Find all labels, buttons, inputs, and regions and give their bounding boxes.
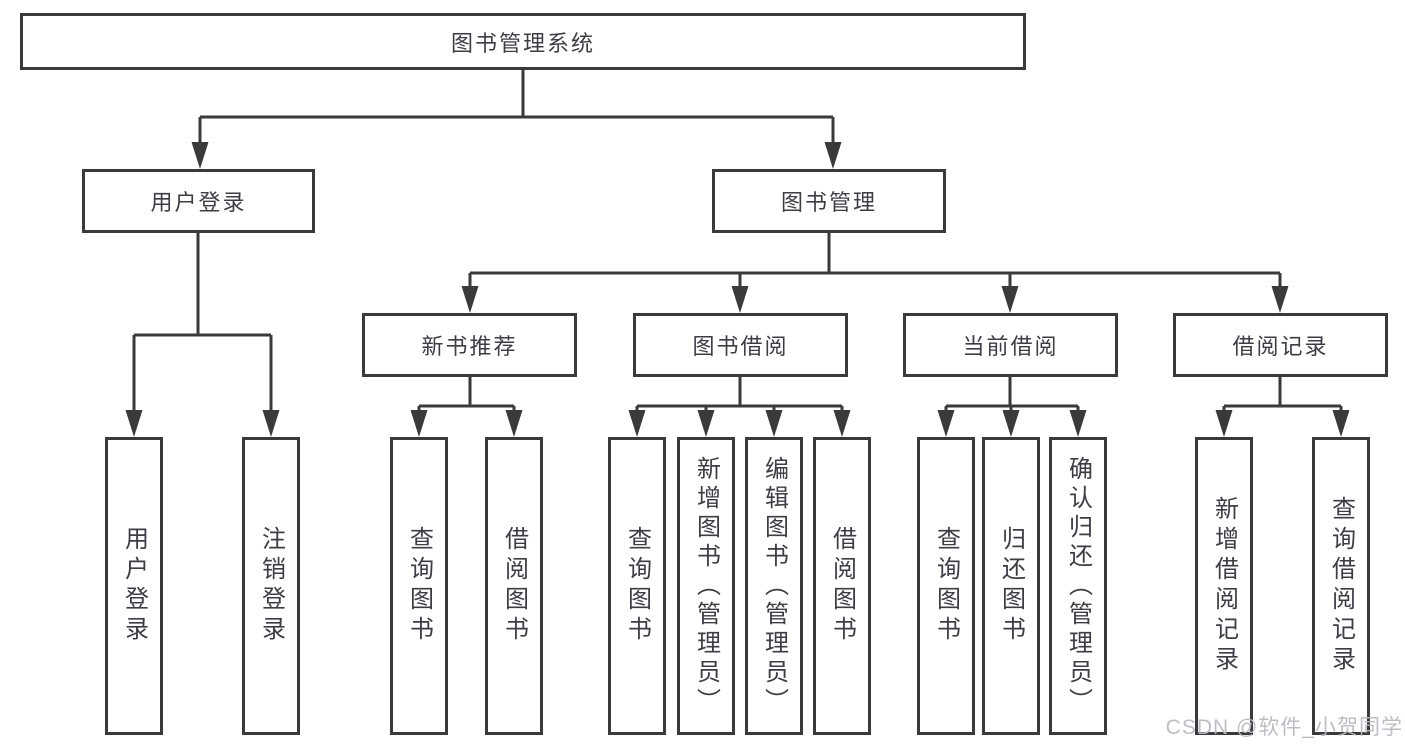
node-borrowing-records: 借阅记录 bbox=[1173, 313, 1388, 377]
node-book-borrowing-label: 图书借阅 bbox=[692, 334, 789, 359]
node-current-borrowing-label: 当前借阅 bbox=[962, 334, 1059, 359]
node-query-books-recommend: 查询图书 bbox=[390, 437, 448, 735]
arrowhead bbox=[125, 410, 143, 437]
connector-book-management bbox=[461, 233, 1289, 313]
arrowhead bbox=[1271, 286, 1289, 313]
connector-user-login bbox=[125, 233, 280, 437]
node-logout: 注销登录 bbox=[242, 437, 300, 735]
node-book-borrowing: 图书借阅 bbox=[633, 313, 848, 377]
arrowhead bbox=[1332, 410, 1350, 437]
node-new-book-recommend-label: 新书推荐 bbox=[421, 334, 518, 359]
node-user-login: 用户登录 bbox=[82, 169, 315, 233]
node-add-borrow-record: 新增借阅记录 bbox=[1195, 437, 1253, 735]
node-add-borrow-record-label: 新增借阅记录 bbox=[1210, 496, 1238, 676]
node-query-books-current-label: 查询图书 bbox=[932, 526, 960, 646]
arrowhead bbox=[410, 410, 428, 437]
arrowhead bbox=[628, 410, 646, 437]
connector-root bbox=[191, 70, 842, 169]
arrowhead bbox=[937, 410, 955, 437]
node-root-label: 图书管理系统 bbox=[450, 30, 595, 56]
node-edit-books-admin: 编辑图书（管理员） bbox=[745, 437, 803, 735]
arrowhead bbox=[262, 410, 280, 437]
node-borrow-books-recommend: 借阅图书 bbox=[485, 437, 543, 735]
arrowhead bbox=[697, 410, 715, 437]
node-book-management: 图书管理 bbox=[712, 169, 946, 233]
node-query-borrow-record: 查询借阅记录 bbox=[1312, 437, 1370, 735]
arrowhead bbox=[833, 410, 851, 437]
arrowhead bbox=[824, 142, 842, 169]
node-return-books-label: 归还图书 bbox=[997, 526, 1025, 646]
node-query-books-current: 查询图书 bbox=[917, 437, 975, 735]
node-borrow-books-label: 借阅图书 bbox=[828, 526, 856, 646]
node-borrow-books: 借阅图书 bbox=[813, 437, 871, 735]
arrowhead bbox=[1001, 286, 1019, 313]
node-add-books-admin: 新增图书（管理员） bbox=[677, 437, 735, 735]
arrowhead bbox=[191, 142, 209, 169]
node-query-books-borrow: 查询图书 bbox=[608, 437, 666, 735]
node-query-books-recommend-label: 查询图书 bbox=[405, 526, 433, 646]
node-logout-label: 注销登录 bbox=[257, 526, 285, 646]
arrowhead bbox=[731, 286, 749, 313]
node-confirm-return-admin: 确认归还（管理员） bbox=[1049, 437, 1107, 735]
node-user-login-label: 用户登录 bbox=[150, 190, 247, 215]
connector-current-borrowing bbox=[937, 377, 1087, 437]
node-edit-books-admin-label: 编辑图书（管理员） bbox=[760, 455, 788, 717]
arrowhead bbox=[505, 410, 523, 437]
connector-borrowing-records bbox=[1215, 377, 1350, 437]
node-return-books: 归还图书 bbox=[982, 437, 1040, 735]
node-login-label: 用户登录 bbox=[120, 526, 148, 646]
node-add-books-admin-label: 新增图书（管理员） bbox=[692, 455, 720, 717]
node-borrowing-records-label: 借阅记录 bbox=[1232, 334, 1329, 359]
node-query-books-borrow-label: 查询图书 bbox=[623, 526, 651, 646]
node-book-management-label: 图书管理 bbox=[780, 190, 877, 215]
node-query-borrow-record-label: 查询借阅记录 bbox=[1327, 496, 1355, 676]
node-confirm-return-admin-label: 确认归还（管理员） bbox=[1064, 455, 1092, 717]
arrowhead bbox=[765, 410, 783, 437]
arrowhead bbox=[1215, 410, 1233, 437]
arrowhead bbox=[1069, 410, 1087, 437]
arrowhead bbox=[1002, 410, 1020, 437]
node-login: 用户登录 bbox=[105, 437, 163, 735]
node-root: 图书管理系统 bbox=[20, 13, 1026, 70]
arrowhead bbox=[461, 286, 479, 313]
connector-book-borrowing bbox=[628, 377, 851, 437]
node-current-borrowing: 当前借阅 bbox=[903, 313, 1118, 377]
node-borrow-books-recommend-label: 借阅图书 bbox=[500, 526, 528, 646]
connector-new-book-recommend bbox=[410, 377, 523, 437]
node-new-book-recommend: 新书推荐 bbox=[362, 313, 577, 377]
